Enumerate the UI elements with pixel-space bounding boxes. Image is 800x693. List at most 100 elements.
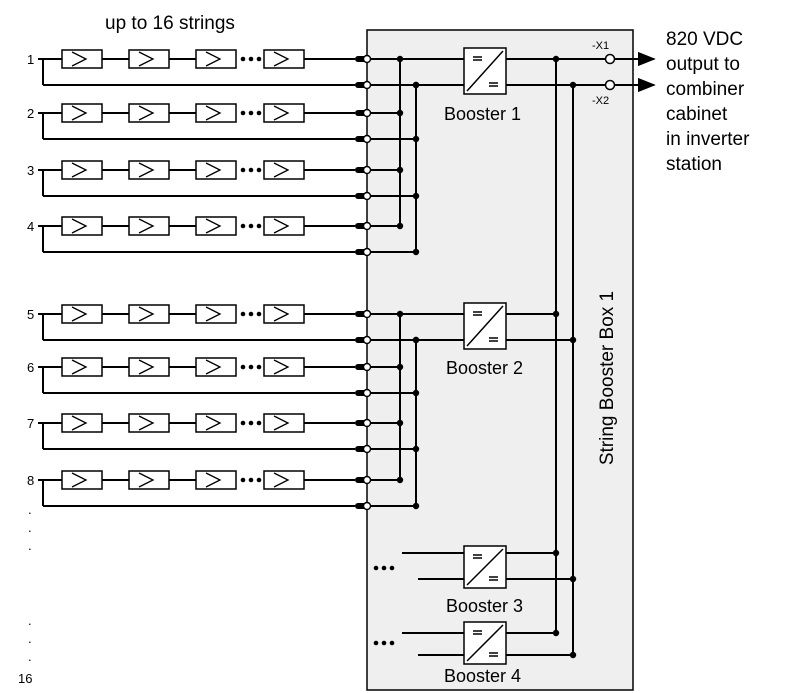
junction-dot <box>569 575 577 583</box>
junction-dot <box>552 310 560 318</box>
pv-module-symbol <box>71 105 88 121</box>
output-description: 820 VDC output to combiner cabinet in in… <box>666 29 750 175</box>
connector-socket <box>362 388 372 398</box>
pv-module-symbol <box>273 218 290 234</box>
pv-module <box>128 413 170 433</box>
string-label: 5 <box>27 307 34 322</box>
connector-socket <box>362 444 372 454</box>
output-bus <box>555 59 574 655</box>
ellipsis-dot <box>256 167 262 173</box>
ellipsis-dot <box>389 640 395 646</box>
output-line-6: station <box>666 154 722 175</box>
pv-module-symbol <box>205 218 222 234</box>
output-line-3: combiner <box>666 79 745 100</box>
pv-module <box>195 160 237 180</box>
continuation-dots-lower: . . . <box>28 613 32 664</box>
header-label: up to 16 strings <box>105 13 235 34</box>
pv-module-symbol <box>138 415 155 431</box>
pv-module <box>61 357 103 377</box>
connector-socket <box>362 335 372 345</box>
connector-socket <box>362 362 372 372</box>
string-3: 3 <box>27 160 372 201</box>
ellipsis-dot <box>373 565 379 571</box>
terminal-x2-label: -X2 <box>592 95 609 107</box>
pv-module-symbol <box>138 218 155 234</box>
junction-dot <box>569 651 577 659</box>
ellipsis-dot <box>248 364 254 370</box>
pv-module <box>61 413 103 433</box>
pv-module <box>61 49 103 69</box>
ellipsis-dot <box>248 223 254 229</box>
continuation-dot: . <box>28 649 32 664</box>
ellipsis-dot <box>248 477 254 483</box>
box-label: String Booster Box 1 <box>597 291 618 465</box>
booster-3-label: Booster 3 <box>446 596 523 616</box>
ellipsis-dot <box>240 167 246 173</box>
junction-dot <box>569 336 577 344</box>
pv-module <box>195 413 237 433</box>
ellipsis-dot <box>256 311 262 317</box>
pv-module-symbol <box>71 218 88 234</box>
pv-module-symbol <box>71 359 88 375</box>
pv-module <box>61 103 103 123</box>
ellipsis-dot <box>381 565 387 571</box>
pv-module <box>195 470 237 490</box>
pv-module-symbol <box>273 162 290 178</box>
connector-socket <box>362 247 372 257</box>
pv-module <box>128 160 170 180</box>
connector-socket <box>362 54 372 64</box>
ellipsis-dot <box>256 110 262 116</box>
ellipsis-dot <box>256 56 262 62</box>
output-line-2: output to <box>666 54 740 75</box>
continuation-dot: . <box>28 538 32 553</box>
continuation-dot: . <box>28 502 32 517</box>
ellipsis-dot <box>256 364 262 370</box>
ellipsis-dot <box>389 565 395 571</box>
junction-dot <box>412 81 420 89</box>
ellipsis-dot <box>240 477 246 483</box>
connector-socket <box>362 191 372 201</box>
output-line-5: in inverter <box>666 129 750 150</box>
booster-1-label: Booster 1 <box>444 104 521 124</box>
pv-module-symbol <box>138 105 155 121</box>
pv-module <box>195 103 237 123</box>
connector-socket <box>362 108 372 118</box>
ellipsis-dot <box>373 640 379 646</box>
pv-module-symbol <box>273 306 290 322</box>
pv-module <box>128 470 170 490</box>
booster-2-label: Booster 2 <box>446 358 523 378</box>
converter-diagonal <box>466 624 504 662</box>
pv-module-symbol <box>205 51 222 67</box>
booster-4-label: Booster 4 <box>444 666 521 686</box>
booster-3: Booster 3 <box>373 545 577 616</box>
pv-module-symbol <box>138 359 155 375</box>
connector-socket <box>362 501 372 511</box>
string-8: 8 <box>27 470 372 511</box>
pv-module <box>195 304 237 324</box>
ellipsis-dot <box>381 640 387 646</box>
ellipsis-dot <box>248 110 254 116</box>
string-label: 7 <box>27 416 34 431</box>
pv-module-symbol <box>138 472 155 488</box>
ellipsis-dot <box>256 223 262 229</box>
pv-module-symbol <box>71 306 88 322</box>
pv-module-symbol <box>71 51 88 67</box>
pv-module-symbol <box>138 306 155 322</box>
pv-module <box>61 216 103 236</box>
output-line-4: cabinet <box>666 104 728 125</box>
pv-module <box>263 216 305 236</box>
ellipsis-dot <box>240 311 246 317</box>
string-label: 6 <box>27 360 34 375</box>
pv-module <box>61 470 103 490</box>
string-label: 3 <box>27 163 34 178</box>
pv-module <box>263 49 305 69</box>
continuation-dot: . <box>28 631 32 646</box>
pv-module-symbol <box>205 359 222 375</box>
terminal-x2 <box>604 79 616 91</box>
pv-module-symbol <box>138 162 155 178</box>
ellipsis-dot <box>248 420 254 426</box>
terminal-x1 <box>604 53 616 65</box>
booster-2: Booster 2 <box>446 302 577 378</box>
ellipsis-dot <box>240 56 246 62</box>
string-4: 4 <box>27 216 372 257</box>
